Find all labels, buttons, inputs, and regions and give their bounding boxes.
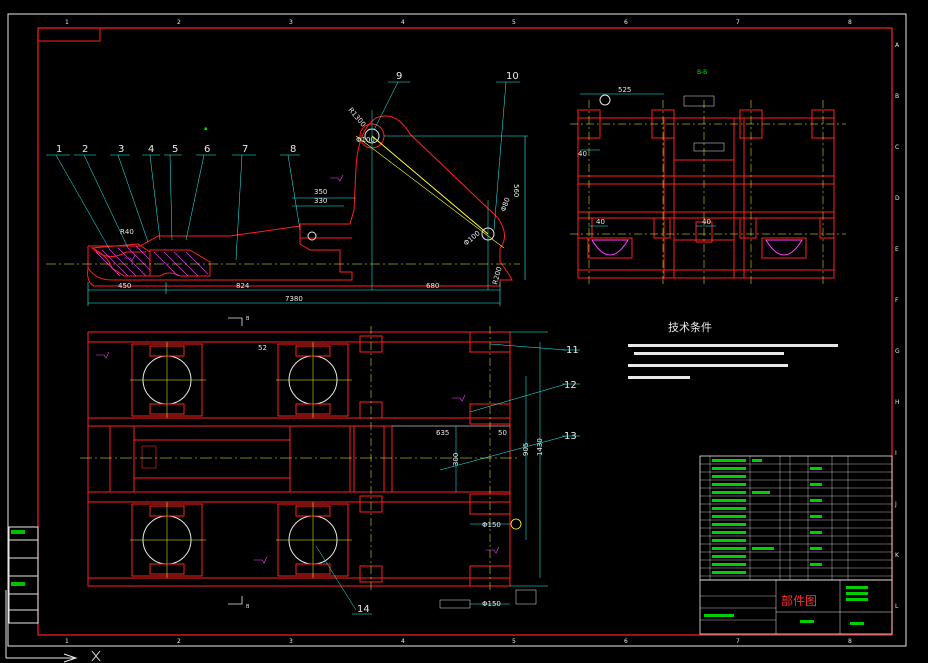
dim-40c: 40 xyxy=(702,218,711,226)
plan-balloons: 11 12 13 14 xyxy=(357,345,579,615)
dim-50: 50 xyxy=(498,429,507,437)
balloon-7: 7 xyxy=(242,144,248,155)
svg-text:B: B xyxy=(246,604,250,610)
svg-text:7: 7 xyxy=(736,638,740,645)
svg-text:A: A xyxy=(895,42,900,49)
svg-text:B: B xyxy=(246,316,250,322)
svg-text:6: 6 xyxy=(624,19,628,26)
svg-text:3: 3 xyxy=(289,638,293,645)
left-info-box xyxy=(8,526,39,624)
balloon-10: 10 xyxy=(506,71,519,82)
dim-phi150b: Φ150 xyxy=(482,600,501,608)
dim-300: 300 xyxy=(452,453,460,466)
surface-symbols xyxy=(96,174,500,564)
dim-905: 905 xyxy=(522,443,530,456)
balloon-1: 1 xyxy=(56,144,62,155)
bottom-grid-labels: 1 2 3 4 5 6 7 8 xyxy=(65,638,852,645)
dim-phi80: Φ80 xyxy=(499,196,511,212)
section-dimensions: 525 40 40 40 xyxy=(578,86,711,226)
dim-phi100: Φ100 xyxy=(356,136,375,144)
elevation-view xyxy=(46,81,528,306)
ucs-icon xyxy=(5,590,101,663)
dim-phi150a: Φ150 xyxy=(482,521,501,529)
svg-text:I: I xyxy=(895,450,897,457)
svg-text:5: 5 xyxy=(512,638,516,645)
drawing-border xyxy=(37,27,893,636)
balloon-5: 5 xyxy=(172,144,178,155)
elevation-balloons: 1 2 3 4 5 6 7 8 9 10 xyxy=(56,71,519,155)
svg-text:8: 8 xyxy=(848,19,852,26)
drawing-name: 部件图 xyxy=(781,593,817,608)
svg-text:J: J xyxy=(894,501,897,508)
dim-r40: R40 xyxy=(120,228,134,236)
dim-r1300: R1300 xyxy=(346,106,367,129)
top-left-box xyxy=(37,27,101,42)
balloon-2: 2 xyxy=(82,144,88,155)
svg-text:1: 1 xyxy=(65,638,69,645)
svg-text:8: 8 xyxy=(848,638,852,645)
tech-title: 技术条件 xyxy=(668,320,712,334)
balloon-4: 4 xyxy=(148,144,154,155)
svg-text:L: L xyxy=(895,603,899,610)
elevation-dimensions: 450 824 7380 680 560 350 330 R40 Φ100 Φ8… xyxy=(118,106,520,303)
svg-text:4: 4 xyxy=(401,638,405,645)
svg-text:2: 2 xyxy=(177,19,181,26)
title-block: 部件图 xyxy=(699,579,893,635)
section-view: B-B xyxy=(570,69,846,284)
dim-40a: 40 xyxy=(578,150,587,158)
svg-text:K: K xyxy=(895,552,900,559)
dim-350: 350 xyxy=(314,188,327,196)
top-grid-labels: 1 2 3 4 5 6 7 8 xyxy=(65,19,852,26)
svg-text:B: B xyxy=(895,93,899,100)
dim-phi100b: Φ100 xyxy=(462,229,482,247)
balloon-8: 8 xyxy=(290,144,296,155)
svg-text:C: C xyxy=(895,144,899,151)
svg-text:G: G xyxy=(895,348,900,355)
svg-text:D: D xyxy=(895,195,900,202)
svg-text:6: 6 xyxy=(624,638,628,645)
svg-text:1: 1 xyxy=(65,19,69,26)
plan-view xyxy=(80,317,580,615)
dim-680: 680 xyxy=(426,282,439,290)
svg-text:E: E xyxy=(895,246,899,253)
dim-525: 525 xyxy=(618,86,631,94)
dim-40b: 40 xyxy=(596,218,605,226)
parts-list xyxy=(699,455,893,581)
dim-r200: R200 xyxy=(491,266,503,286)
dim-330: 330 xyxy=(314,197,327,205)
section-label: B-B xyxy=(697,69,707,76)
svg-text:F: F xyxy=(895,297,899,304)
dim-450: 450 xyxy=(118,282,131,290)
svg-text:H: H xyxy=(895,399,900,406)
balloon-13: 13 xyxy=(564,431,577,442)
dim-1430: 1430 xyxy=(536,438,544,456)
svg-text:2: 2 xyxy=(177,638,181,645)
dim-824: 824 xyxy=(236,282,250,290)
balloon-3: 3 xyxy=(118,144,124,155)
dim-total: 7380 xyxy=(285,295,303,303)
dim-560: 560 xyxy=(512,184,520,197)
view-marks: B B xyxy=(246,316,250,610)
balloon-12: 12 xyxy=(564,380,577,391)
svg-text:5: 5 xyxy=(512,19,516,26)
balloon-11: 11 xyxy=(566,345,579,356)
balloon-6: 6 xyxy=(204,144,210,155)
elev-mark: ▪ xyxy=(204,126,207,132)
right-grid-labels: A B C D E F G H I J K L xyxy=(894,42,900,610)
dim-52: 52 xyxy=(258,344,267,352)
plan-dimensions: 635 50 300 905 1430 Φ150 Φ150 52 xyxy=(258,344,544,608)
outer-frame xyxy=(7,13,907,647)
balloon-14: 14 xyxy=(357,604,370,615)
balloon-9: 9 xyxy=(396,71,402,82)
svg-text:3: 3 xyxy=(289,19,293,26)
tech-notes: 技术条件 xyxy=(628,320,838,379)
dim-635: 635 xyxy=(436,429,449,437)
svg-text:7: 7 xyxy=(736,19,740,26)
svg-text:4: 4 xyxy=(401,19,405,26)
